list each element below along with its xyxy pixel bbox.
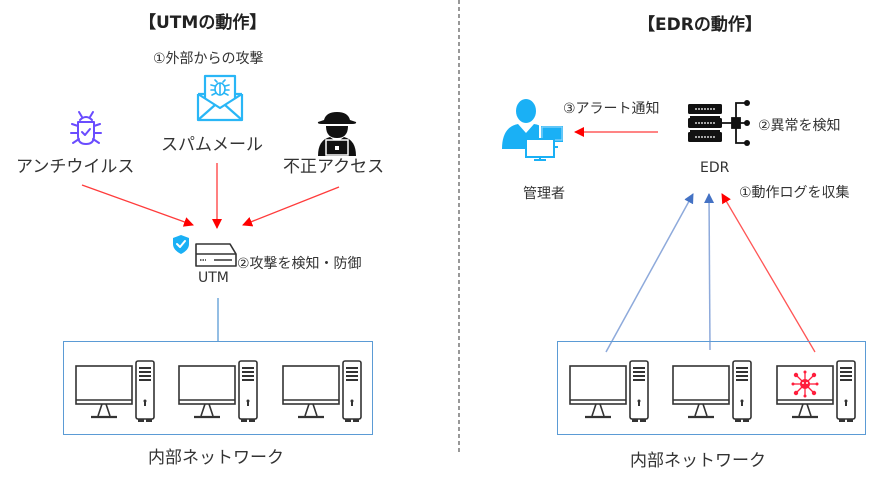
- admin-icon: [500, 97, 568, 161]
- utm-step1-label: ①外部からの攻撃: [153, 51, 264, 67]
- hacker-icon: [312, 110, 362, 156]
- infected-computer-icon: [775, 360, 859, 426]
- admin-label: 管理者: [523, 186, 565, 202]
- edr-step3-label: ③アラート通知: [563, 101, 660, 117]
- utm-internal-network-box: [63, 341, 373, 435]
- utm-section-title: 【UTMの動作】: [139, 13, 267, 33]
- edr-section-title: 【EDRの動作】: [638, 15, 762, 35]
- arrow-access-to-utm: [242, 186, 340, 227]
- edr-server-icon: [686, 98, 752, 154]
- computer-icon: [281, 360, 365, 426]
- computer-icon: [568, 360, 652, 426]
- arrow-log-pc3: [721, 193, 816, 353]
- arrow-log-pc2: [704, 193, 715, 351]
- utm-label: UTM: [198, 270, 229, 286]
- arrow-antivirus-to-utm: [81, 184, 194, 227]
- spam-mail-icon: [195, 72, 245, 122]
- computer-icon: [74, 360, 158, 426]
- unauthorized-access-label: 不正アクセス: [283, 157, 385, 177]
- utm-network-label: 内部ネットワーク: [148, 448, 284, 468]
- edr-label: EDR: [700, 160, 730, 176]
- edr-network-label: 内部ネットワーク: [630, 451, 766, 471]
- computer-icon: [177, 360, 261, 426]
- computer-icon: [671, 360, 755, 426]
- utm-step2-label: ②攻撃を検知・防御: [237, 256, 362, 272]
- spam-mail-label: スパムメール: [161, 135, 263, 155]
- edr-step2-label: ②異常を検知: [758, 118, 841, 134]
- bug-shield-icon: [68, 108, 104, 148]
- edr-internal-network-box: [557, 341, 866, 435]
- antivirus-label: アンチウイルス: [16, 157, 135, 177]
- arrow-log-pc1: [605, 193, 694, 353]
- utm-device-icon: [170, 234, 240, 270]
- edr-step1-label: ①動作ログを収集: [739, 185, 850, 201]
